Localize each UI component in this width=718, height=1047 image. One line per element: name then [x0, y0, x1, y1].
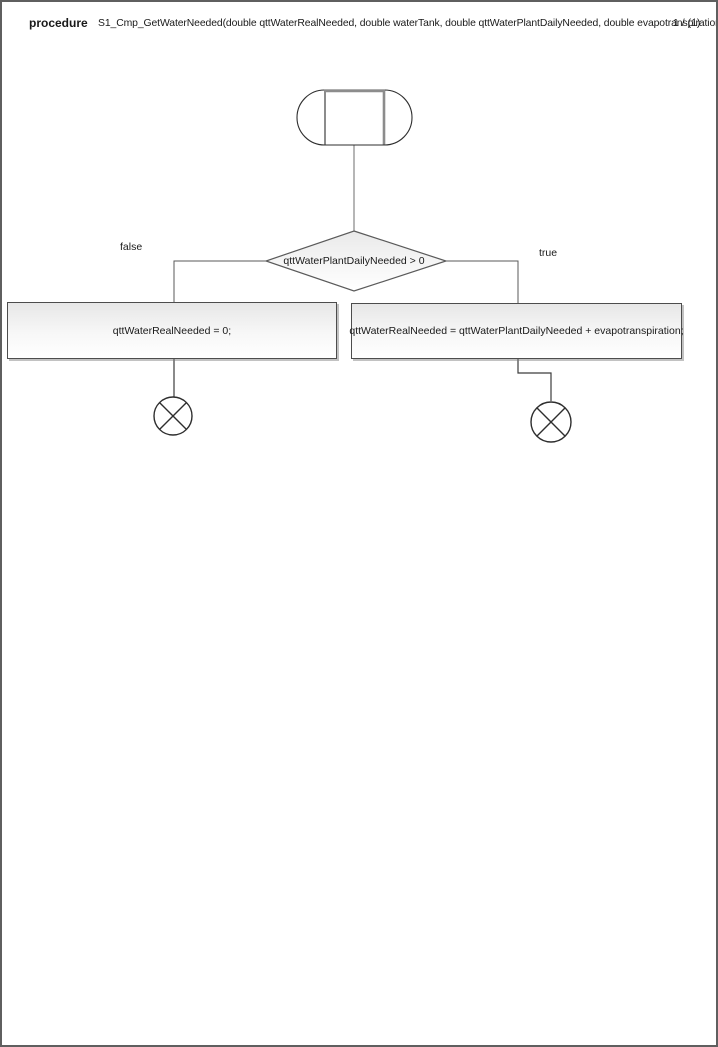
procedure-signature: S1_Cmp_GetWaterNeeded(double qttWaterRea… [98, 18, 718, 29]
connector-true-branch [446, 260, 519, 303]
guard-label-true: true [539, 247, 558, 259]
connector-false-branch [173, 260, 266, 302]
guard-label-false: false [120, 241, 143, 253]
procedure-kind-label: procedure [29, 16, 88, 30]
flow-final-true-icon[interactable] [530, 401, 572, 443]
action-node-false-branch[interactable]: qttWaterRealNeeded = 0; [7, 302, 337, 359]
action-node-text: qttWaterRealNeeded = qttWaterPlantDailyN… [349, 325, 684, 337]
page-number: 1 / (1) [673, 17, 701, 29]
action-node-text: qttWaterRealNeeded = 0; [112, 324, 232, 337]
action-node-true-branch[interactable]: qttWaterRealNeeded = qttWaterPlantDailyN… [349, 303, 684, 359]
decision-diamond[interactable] [264, 230, 448, 292]
flow-final-false-icon[interactable] [153, 396, 193, 436]
start-node[interactable] [296, 89, 413, 146]
connector-true-to-final [517, 359, 552, 401]
